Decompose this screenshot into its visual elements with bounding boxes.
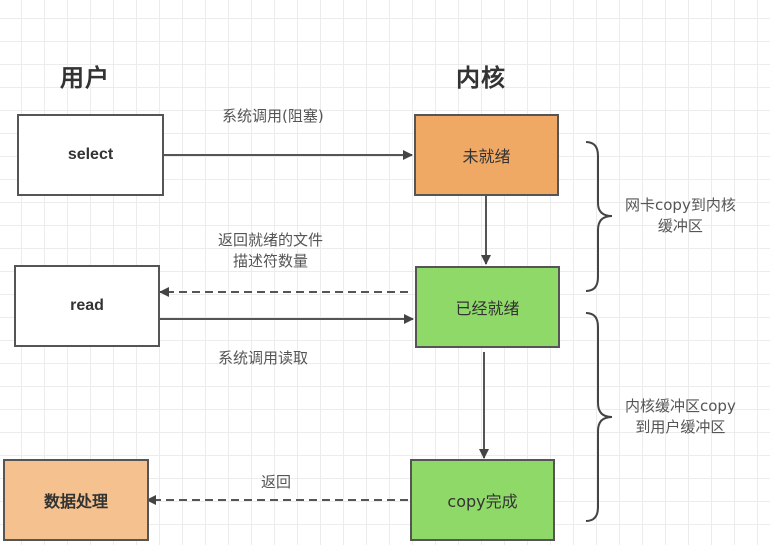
brace-kernel-copy [585, 312, 613, 522]
return-fd-count-line1: 返回就绪的文件 [218, 231, 324, 249]
read-box[interactable]: read [14, 265, 160, 347]
data-process-box-label: 数据处理 [43, 492, 108, 511]
nic-copy-line1: 网卡copy到内核 [625, 196, 736, 214]
read-box-label: read [70, 297, 104, 314]
syscall-read-label: 系统调用读取 [218, 349, 309, 367]
user-column-heading: 用户 [60, 64, 110, 92]
ready-box[interactable]: 已经就绪 [415, 266, 560, 348]
not-ready-box[interactable]: 未就绪 [414, 114, 559, 196]
kernel-copy-line1: 内核缓冲区copy [625, 397, 736, 415]
nic-copy-label: 网卡copy到内核 缓冲区 [625, 195, 736, 237]
copy-done-box[interactable]: copy完成 [410, 459, 555, 541]
syscall-block-label: 系统调用(阻塞) [222, 107, 324, 125]
ready-box-label: 已经就绪 [455, 299, 520, 318]
kernel-copy-line2: 到用户缓冲区 [635, 418, 726, 436]
return-label: 返回 [261, 473, 292, 491]
brace-nic-copy [585, 141, 613, 292]
nic-copy-line2: 缓冲区 [657, 217, 703, 235]
return-fd-count-label: 返回就绪的文件 描述符数量 [218, 230, 323, 272]
select-box[interactable]: select [17, 114, 164, 196]
return-fd-count-line2: 描述符数量 [233, 252, 309, 270]
data-process-box[interactable]: 数据处理 [3, 459, 149, 541]
kernel-column-heading: 内核 [456, 64, 506, 92]
copy-done-box-label: copy完成 [447, 492, 518, 511]
select-box-label: select [67, 146, 114, 163]
not-ready-box-label: 未就绪 [462, 147, 511, 166]
kernel-copy-label: 内核缓冲区copy 到用户缓冲区 [625, 396, 736, 438]
